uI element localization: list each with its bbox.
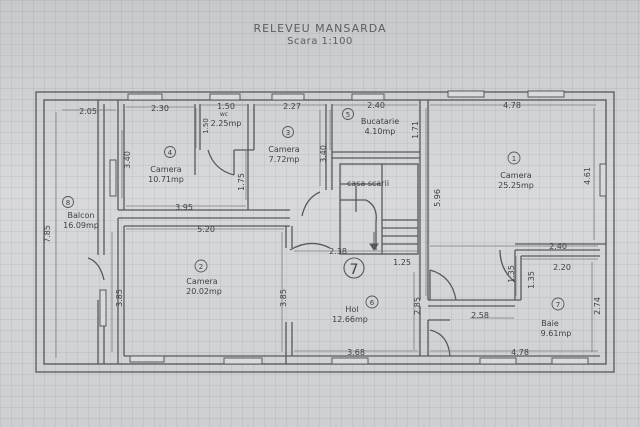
window [351,93,385,101]
camera2-number: 2 [199,263,203,271]
wc-name: wc [220,111,228,118]
dim-wc-width: 1.50 [217,102,235,111]
baie-inner-door [499,249,516,283]
window [209,93,241,101]
window [271,93,305,101]
dim-camera3-width: 2.27 [283,102,301,111]
plan-scale: Scara 1:100 [287,36,353,47]
hol-name: Hol [345,305,358,314]
dim-camera1-right: 4.61 [583,167,592,185]
bucatarie-name: Bucatarie [361,117,399,126]
window [551,357,589,365]
dim-hol-top: 2.38 [329,247,347,256]
dim-camera2-left: 3.85 [115,289,124,307]
dim-balcon-height: 7.85 [43,225,52,243]
plan-title: RELEVEU MANSARDA [253,22,387,35]
camera1-name: Camera [500,171,531,180]
window [109,159,117,197]
stair-label: casa scarii [347,179,389,188]
camera3-door [301,191,321,217]
dim-hol-right: 2.85 [413,297,422,315]
dim-hol-bottom: 3.68 [347,348,365,357]
balcon-name: Balcon [68,211,95,220]
camera3-number: 3 [286,129,290,137]
dim-camera2-right: 3.85 [279,289,288,307]
dim-wc-door: 1.75 [237,173,246,191]
camera1-door [429,269,457,301]
dim-camera1-width: 4.78 [503,101,521,110]
balcon-door [87,257,105,281]
dim-camera2-width: 5.20 [197,225,215,234]
camera4-area: 10.71mp [148,175,184,184]
dim-balcon-width: 2.05 [79,107,97,116]
dim-baie-left-2: 1.35 [527,271,536,289]
balcon-area: 16.09mp [63,221,99,230]
dim-baie-bottom: 4.78 [511,348,529,357]
camera4-number: 4 [168,149,173,157]
hol-marker: 7 [350,262,359,278]
window [527,90,565,98]
camera1-number: 1 [512,155,516,163]
dim-camera1-left: 5.96 [433,189,442,207]
window [129,355,165,363]
camera3-area: 7.72mp [269,155,300,164]
window [447,90,485,98]
dim-baie-wall: 2.58 [471,311,489,320]
dim-camera3-height: 3.40 [319,145,328,163]
baie-number: 7 [556,301,560,309]
outer-wall-inner [43,99,607,365]
window [479,357,517,365]
window [127,93,163,101]
dim-bucatarie-width: 2.40 [367,101,385,110]
camera2-name: Camera [186,277,217,286]
baie-area: 9.61mp [541,329,572,338]
dim-camera1-bottom: 2.40 [549,242,567,251]
wc-door [207,149,235,176]
dim-hol-step: 1.25 [393,258,411,267]
baie-name: Baie [541,319,559,328]
window [223,357,263,365]
bucatarie-number: 5 [346,111,350,119]
baie-door [429,329,451,357]
dim-camera4-width: 2.30 [151,104,169,113]
dim-wc-height: 1.50 [202,118,210,134]
dim-baie-left-1: 1.35 [507,265,516,283]
wc-area: 2.25mp [211,119,242,128]
camera2-area: 20.02mp [186,287,222,296]
dim-camera4-height: 3.40 [123,151,132,169]
window [99,289,107,327]
hol-number: 6 [370,299,375,307]
dim-bucatarie-height: 1.71 [411,121,420,139]
outer-wall-outer [35,91,615,373]
camera2-door [289,242,331,251]
camera3-name: Camera [268,145,299,154]
dim-baie-right: 2.74 [593,297,602,315]
dim-camera4-depth: 3.95 [175,203,193,212]
dim-baie-top: 2.20 [553,263,571,272]
window [599,163,607,197]
hol-area: 12.66mp [332,315,368,324]
balcon-number: 8 [66,199,70,207]
bucatarie-area: 4.10mp [365,127,396,136]
camera1-area: 25.25mp [498,181,534,190]
camera4-name: Camera [150,165,181,174]
window [331,357,369,365]
